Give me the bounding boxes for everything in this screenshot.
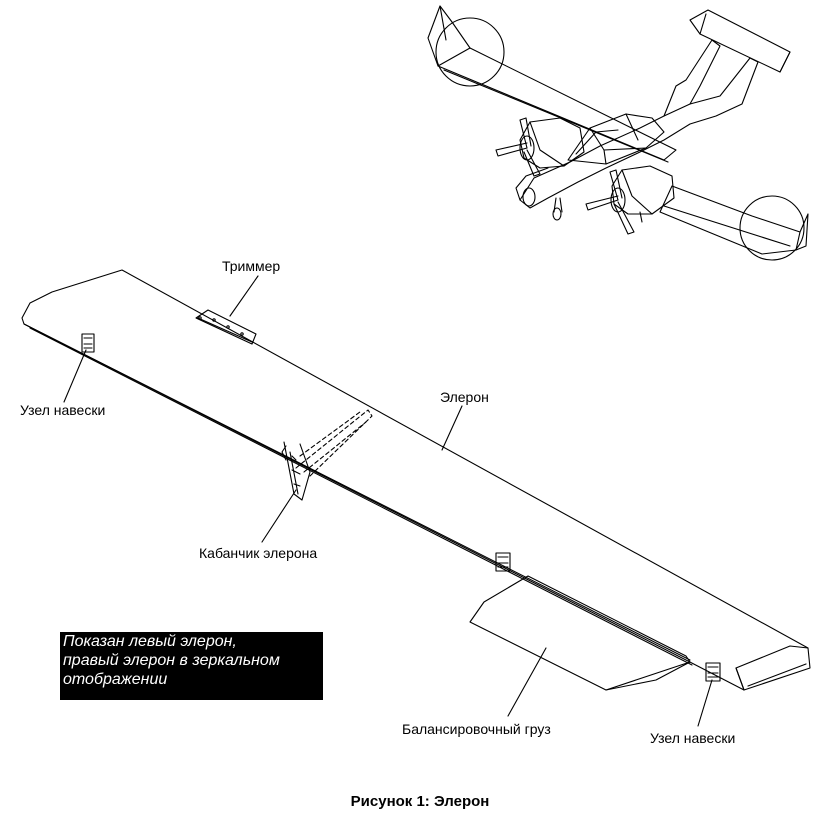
- trimmer-label: Триммер: [222, 258, 281, 274]
- aircraft-illustration: [427, 5, 809, 261]
- hinge-right-leader-line: [697, 679, 713, 727]
- note-line: Показан левый элерон,: [63, 633, 237, 650]
- balance-weight-leader-line: [507, 647, 547, 717]
- trimmer-leader-line: [229, 275, 259, 317]
- aileron-label: Элерон: [440, 389, 489, 405]
- aileron-drawing: [21, 269, 811, 691]
- balance-weight-label: Балансировочный груз: [402, 721, 551, 737]
- note-line: правый элерон в зеркальном: [63, 652, 280, 669]
- hinge-left-leader-line: [63, 349, 87, 403]
- aileron-leader-line: [441, 405, 463, 451]
- note-line: отображении: [63, 671, 168, 688]
- control-horn-leader-line: [261, 489, 297, 543]
- hinge-left-label: Узел навески: [20, 402, 106, 418]
- figure-caption: Рисунок 1: Элерон: [350, 793, 490, 810]
- control-horn-label: Кабанчик элерона: [199, 545, 318, 561]
- left-aileron-highlight-circle: [435, 17, 505, 87]
- note-box: Показан левый элерон, правый элерон в зе…: [60, 632, 323, 700]
- hinge-right-label: Узел навески: [650, 730, 736, 746]
- right-aileron-highlight-circle: [739, 195, 805, 261]
